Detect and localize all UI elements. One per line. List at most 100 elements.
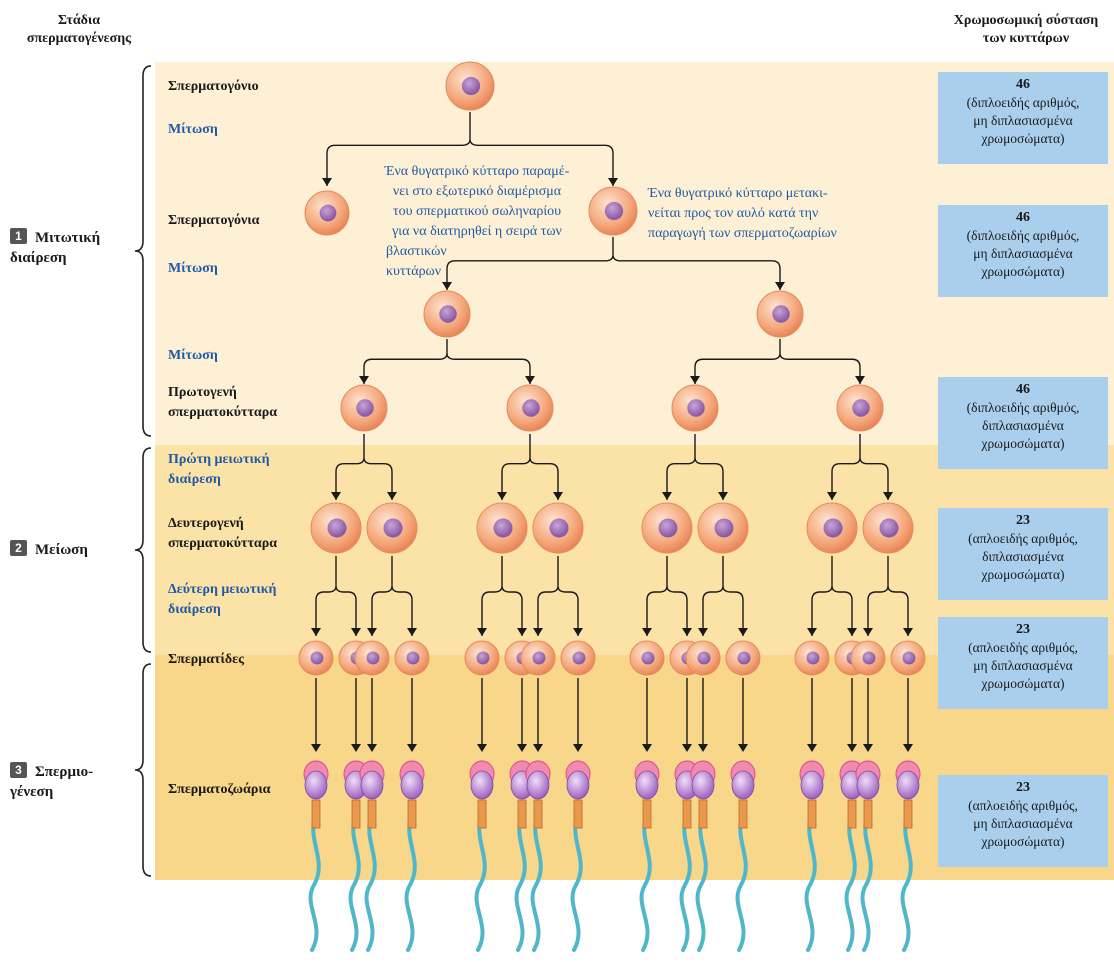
chromosome-box-6-line2: μη διπλασιασμένα (973, 816, 1073, 831)
chromosome-box-2-line2: μη διπλασιασμένα (973, 246, 1073, 261)
cell-primary-spermatocyte-1 (340, 384, 388, 432)
arrow-meiosis2-5 (646, 556, 688, 636)
arrow-meiosis2-7 (811, 556, 853, 636)
cell-spermatid-7 (520, 640, 556, 676)
cell-spermatid-15 (850, 640, 886, 676)
stage-braces (134, 65, 152, 877)
cell-spermatogonium-committed (588, 186, 638, 236)
note-right-line1: Ένα θυγατρικό κύτταρο μετακι- (648, 186, 828, 201)
cell-secondary-spermatocyte-6 (697, 502, 749, 554)
note-right-line2: νείται προς τον αυλό κατά την (648, 206, 819, 221)
chromosome-header-line1: Χρωμοσωμική σύσταση (953, 13, 1099, 28)
spermatozoon-3 (359, 760, 385, 952)
note-left-line6: κυττάρων (386, 264, 442, 279)
cell-spermatid-13 (794, 640, 830, 676)
chromosome-box-1: 46 (διπλοειδής αριθμός, μη διπλασιασμένα… (938, 72, 1108, 164)
cell-spermatid-12 (725, 640, 761, 676)
note-left-line2: νει στο εξωτερικό διαμέρισμα (392, 184, 562, 199)
chromosome-box-4-count: 23 (1016, 513, 1030, 528)
spermatozoon-15 (855, 760, 881, 952)
note-left-line4: για να διατηρηθεί η σειρά των (392, 224, 562, 239)
arrow-spermiogenesis-8-head (573, 744, 583, 752)
stages-header: Στάδια σπερματογένεσης (4, 12, 154, 48)
cell-spermatid-5 (464, 640, 500, 676)
chromosome-box-6-count: 23 (1016, 780, 1030, 795)
chromosome-header: Χρωμοσωμική σύσταση των κυττάρων (938, 12, 1114, 48)
stage-2-line1: Μείωση (35, 542, 88, 558)
arrow-mitosis-3b-head-left (690, 376, 700, 384)
arrow-meiosis2-2-head-left (367, 628, 377, 636)
cell-secondary-spermatocyte-2 (366, 502, 418, 554)
chromosome-box-6-line1: (απλοειδής αριθμός, (968, 798, 1078, 813)
spermatozoon-13 (799, 760, 825, 952)
chromosome-box-5-line1: (απλοειδής αριθμός, (968, 640, 1078, 655)
band-mitosis (155, 62, 935, 445)
chromosome-box-1-count: 46 (1016, 77, 1030, 92)
arrow-mitosis-3a-head-right (525, 376, 535, 384)
cell-spermatid-3 (354, 640, 390, 676)
label-secondary-line2: σπερματοκύτταρα (168, 536, 278, 551)
note-right-line3: παραγωγή των σπερματοζωαρίων (648, 226, 837, 241)
arrow-mitosis-3b (694, 339, 861, 384)
chromosome-box-4: 23 (απλοειδής αριθμός, διπλασιασμένα χρω… (938, 508, 1108, 600)
chromosome-box-4-line3: χρωμοσώματα) (981, 567, 1065, 582)
arrow-meiosis1-4 (831, 434, 889, 500)
stage-1-line1: Μιτωτική (35, 230, 101, 246)
stage-1-label: 1 Μιτωτική διαίρεση (10, 228, 100, 268)
brace-mitotic-division (134, 65, 152, 437)
arrow-spermiogenesis-1-head (311, 744, 321, 752)
label-mitosis-3: Μίτωση (168, 348, 218, 363)
arrow-meiosis2-3 (481, 556, 523, 636)
cell-secondary-spermatocyte-3 (476, 502, 528, 554)
arrow-meiosis2-4-head-right (573, 628, 583, 636)
label-meiosis2-line2: διαίρεση (168, 602, 221, 617)
stage-3-line2: γένεση (10, 784, 54, 800)
label-mitosis-1: Μίτωση (168, 122, 218, 137)
stage-1-line2: διαίρεση (10, 250, 67, 266)
brace-meiosis (134, 447, 152, 653)
spermatozoon-12 (730, 760, 756, 952)
arrow-mitosis-3a-head-left (359, 376, 369, 384)
chromosome-box-4-line1: (απλοειδής αριθμός, (968, 531, 1078, 546)
arrow-meiosis2-1 (315, 556, 357, 636)
arrow-meiosis2-6 (702, 556, 744, 636)
stage-1-number: 1 (10, 228, 27, 244)
cell-spermatogonium-stem (304, 190, 350, 236)
arrow-mitosis-3a (363, 339, 531, 384)
chromosome-box-3-line2: διπλασιασμένα (982, 418, 1064, 433)
arrow-meiosis1-1-head-right (387, 492, 397, 500)
spermatozoon-5 (469, 760, 495, 952)
arrow-spermiogenesis-3-head (367, 744, 377, 752)
note-left-line1: Ένα θυγατρικό κύτταρο παραμέ- (384, 164, 570, 179)
cell-spermatid-1 (298, 640, 334, 676)
note-stem-cell: Ένα θυγατρικό κύτταρο παραμέ- νει στο εξ… (362, 162, 592, 282)
arrow-meiosis2-7-head-right (847, 628, 857, 636)
chromosome-box-6: 23 (απλοειδής αριθμός, μη διπλασιασμένα … (938, 775, 1108, 867)
chromosome-box-1-line3: χρωμοσώματα) (981, 131, 1065, 146)
arrow-meiosis1-2-head-right (553, 492, 563, 500)
arrow-meiosis2-1-head-left (311, 628, 321, 636)
arrow-spermiogenesis-10-head (682, 744, 692, 752)
chromosome-box-5-line2: μη διπλασιασμένα (973, 658, 1073, 673)
cell-primary-spermatocyte-3 (671, 384, 719, 432)
arrow-meiosis1-3-head-left (662, 492, 672, 500)
cell-spermatogonium (445, 61, 495, 111)
stages-header-line2: σπερματογένεσης (26, 31, 132, 46)
label-spermatogonium: Σπερματογόνιο (168, 79, 259, 94)
cell-primary-spermatocyte-2 (506, 384, 554, 432)
label-secondary-line1: Δευτερογενή (168, 516, 244, 531)
spermatozoon-9 (634, 760, 660, 952)
spermatozoon-4 (399, 760, 425, 952)
spermatozoon-16 (895, 760, 921, 952)
chromosome-box-5: 23 (απλοειδής αριθμός, μη διπλασιασμένα … (938, 617, 1108, 709)
chromosome-box-6-line3: χρωμοσώματα) (981, 834, 1065, 849)
arrow-meiosis2-6-head-left (698, 628, 708, 636)
arrow-meiosis2-4 (537, 556, 579, 636)
chromosome-box-2-line3: χρωμοσώματα) (981, 264, 1065, 279)
arrow-meiosis2-8 (867, 556, 909, 636)
chromosome-box-2: 46 (διπλοειδής αριθμός, μη διπλασιασμένα… (938, 205, 1108, 297)
arrow-meiosis2-6-head-right (738, 628, 748, 636)
chromosome-box-5-count: 23 (1016, 622, 1030, 637)
label-first-meiotic-division: Πρώτη μειωτική διαίρεση (168, 450, 270, 490)
